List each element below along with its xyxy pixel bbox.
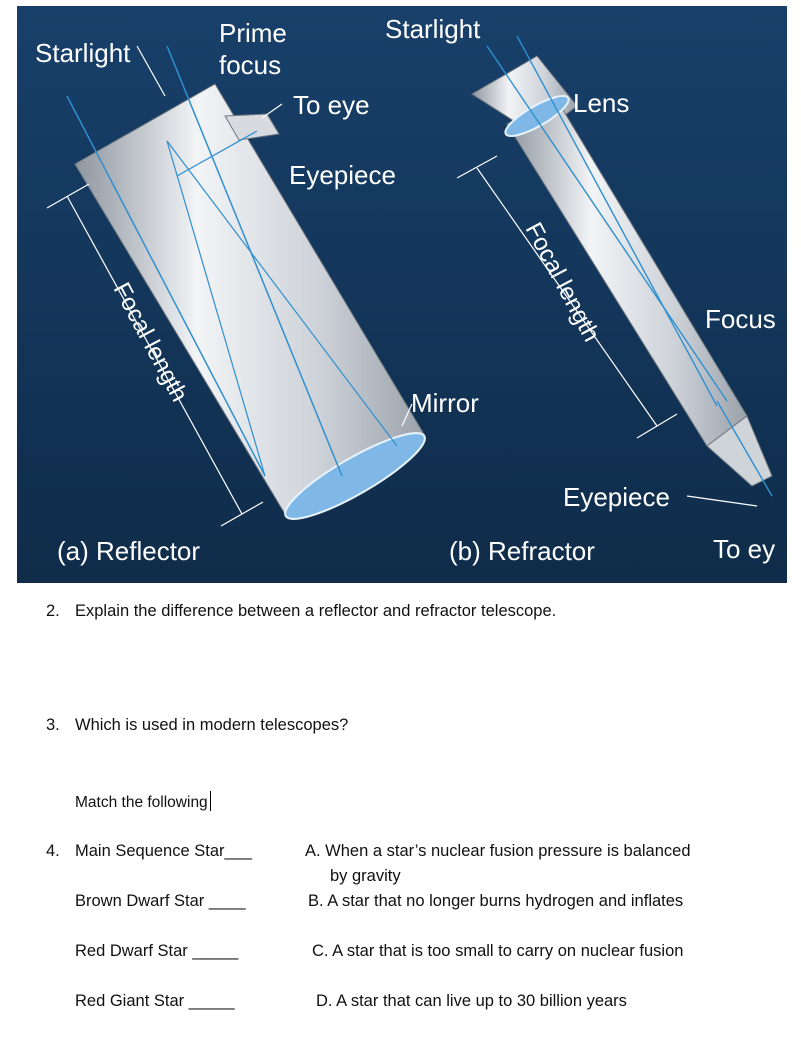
mirror-shape [284,432,426,520]
label-starlight-left: Starlight [35,38,131,68]
label-focus: Focus [705,304,776,334]
question-2-text: Explain the difference between a reflect… [75,602,557,620]
match-right-item: C. A star that is too small to carry on … [312,942,684,960]
match-left-item: Red Dwarf Star _____ [75,942,239,960]
text-cursor [209,791,211,811]
match-right-item: A. When a star’s nuclear fusion pressure… [305,842,691,860]
refractor-tube [471,35,773,497]
label-focus-prime: focus [219,50,281,80]
label-eyepiece-refractor: Eyepiece [563,482,670,512]
match-right-item: B. A star that no longer burns hydrogen … [308,892,684,910]
focal-length-markers [46,45,758,527]
match-right-continuation: by gravity [330,867,401,885]
label-starlight-right: Starlight [385,14,481,44]
question-2-number: 2. [46,602,60,620]
question-3-text: Which is used in modern telescopes? [75,716,349,734]
lens-shape [504,95,570,137]
question-4-number: 4. [46,842,60,860]
reflector-tube [66,45,426,520]
label-lens: Lens [573,88,629,118]
label-prime: Prime [219,18,287,48]
match-left-item: Brown Dwarf Star ____ [75,892,246,910]
eyepiece-tube [224,113,280,141]
label-to-eye-refractor: To ey [713,534,775,564]
match-left-item: Red Giant Star _____ [75,992,235,1010]
caption-refractor: (b) Refractor [449,536,595,566]
telescope-diagram: Starlight Prime focus Starlight To eye E… [17,6,787,583]
caption-reflector: (a) Reflector [57,536,200,566]
label-eyepiece-reflector: Eyepiece [289,160,396,190]
match-right-item: D. A star that can live up to 30 billion… [316,992,627,1010]
label-to-eye-reflector: To eye [293,90,370,120]
label-mirror: Mirror [411,388,479,418]
match-heading: Match the following [75,791,211,812]
match-left-item: Main Sequence Star___ [75,842,253,860]
question-3-number: 3. [46,716,60,734]
